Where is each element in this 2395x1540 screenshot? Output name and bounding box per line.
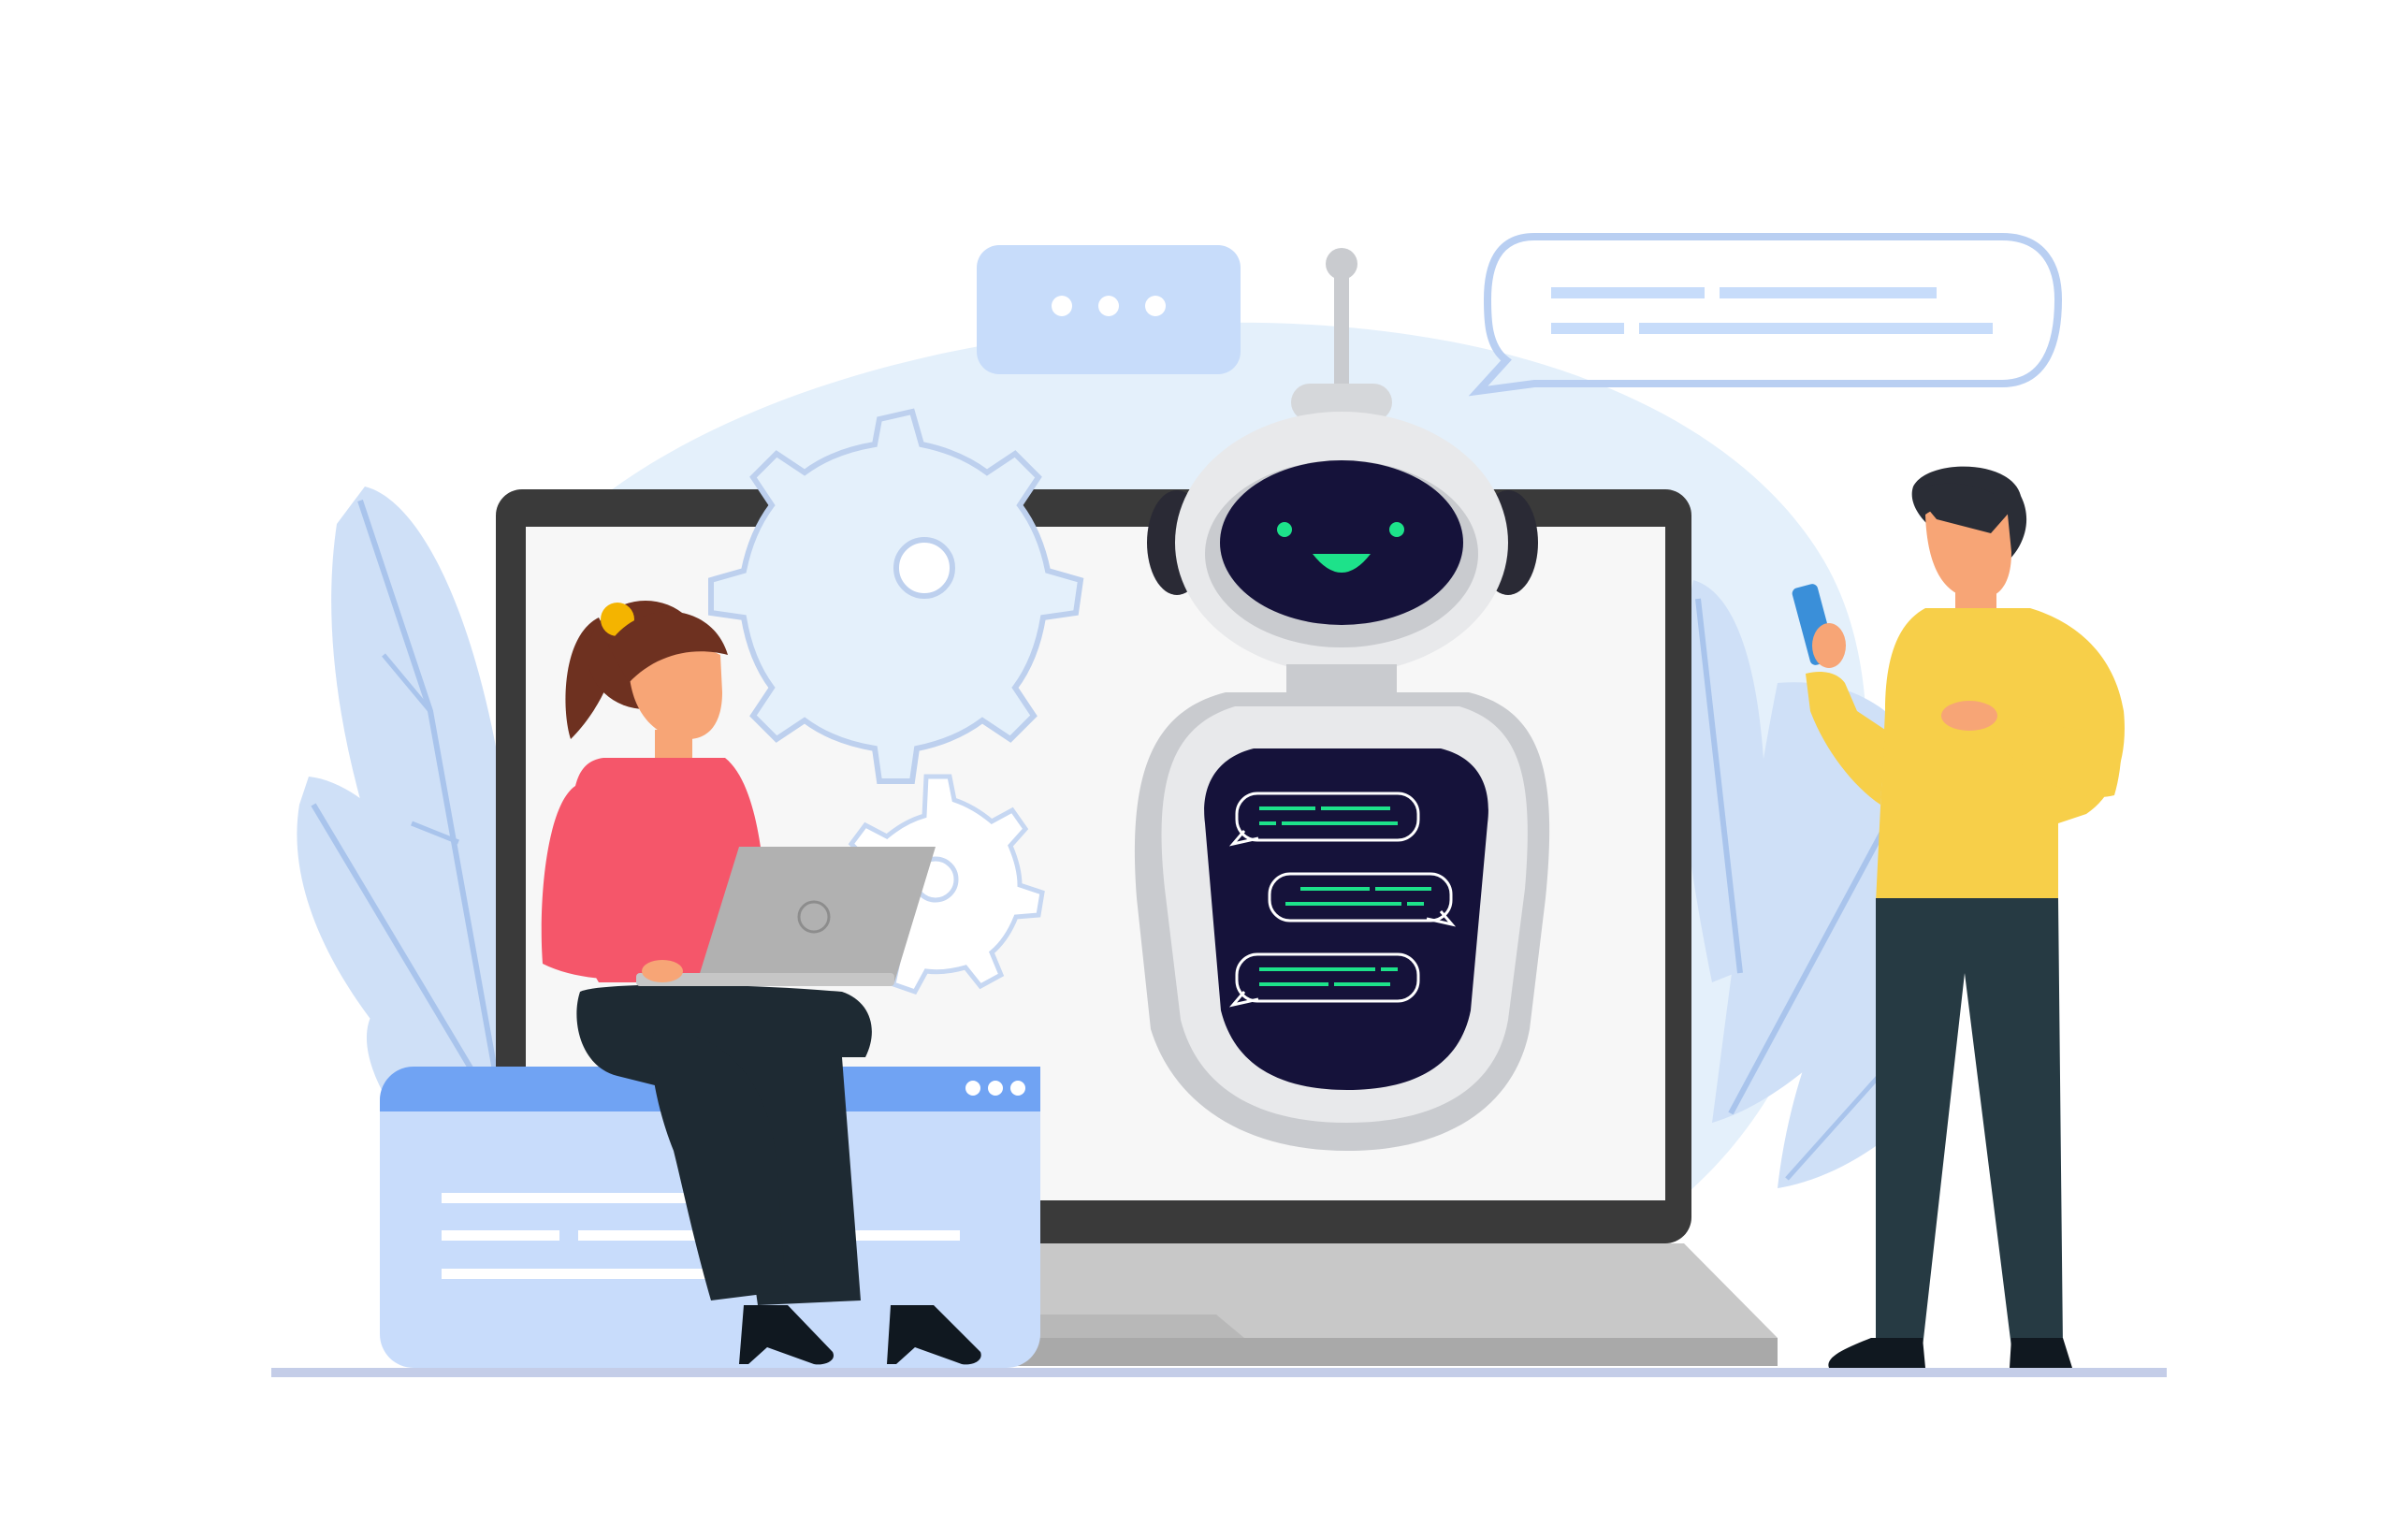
text-bubble-icon <box>1228 952 1420 1008</box>
text-bubble-icon <box>1228 792 1420 847</box>
three-dots-icon <box>965 1081 1025 1096</box>
robot <box>1134 248 1550 1151</box>
text-bubble-icon <box>1268 872 1457 927</box>
gear-icon <box>708 408 1084 784</box>
man-with-phone <box>1792 466 2125 1368</box>
ellipsis-bubble-icon <box>977 245 1241 374</box>
left-plant <box>297 487 524 1123</box>
floor-line <box>271 1368 2167 1377</box>
woman-with-laptop <box>541 601 981 1365</box>
text-bubble-icon <box>1468 233 2063 397</box>
